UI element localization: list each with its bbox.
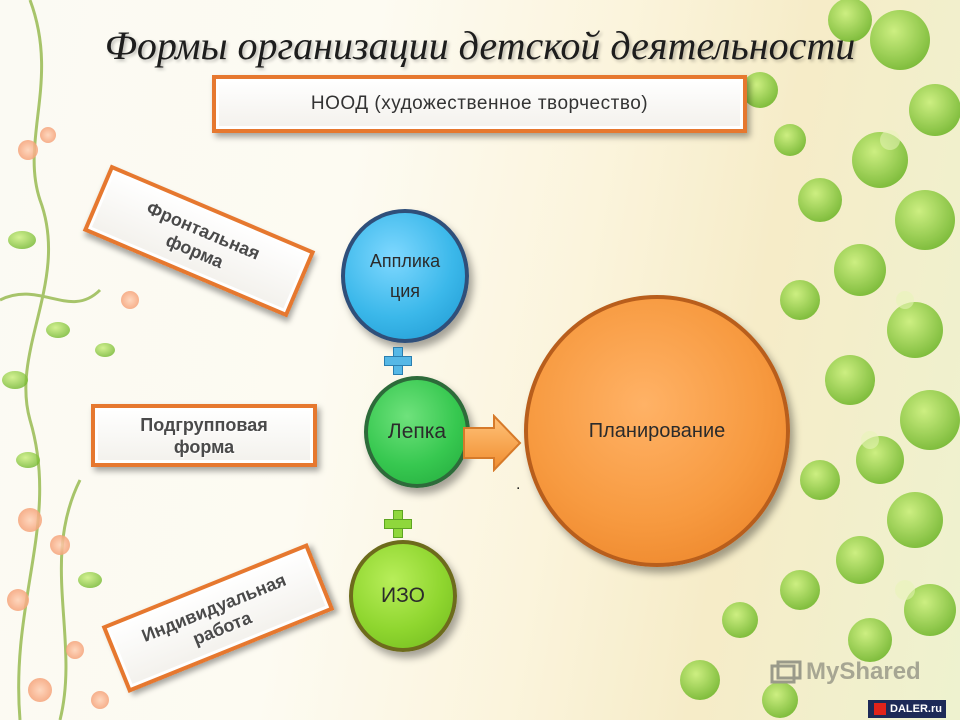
subgroup-form-line2: форма bbox=[173, 436, 235, 457]
daler-logo-icon bbox=[874, 703, 886, 715]
frontal-form-box: Фронтальная форма bbox=[82, 164, 316, 318]
applique-label-line1: Апплика bbox=[369, 251, 441, 271]
individual-work-box: Индивидуальная работа bbox=[101, 543, 335, 693]
drawing-circle: ИЗО bbox=[349, 540, 457, 652]
modeling-label: Лепка bbox=[387, 420, 447, 443]
planning-circle: Планирование bbox=[524, 295, 790, 567]
subgroup-form-line1: Подгрупповая bbox=[140, 414, 268, 435]
plus-icon bbox=[384, 347, 412, 375]
daler-badge[interactable]: DALER.ru bbox=[868, 700, 946, 718]
arrow-right-icon bbox=[463, 414, 522, 472]
nood-label: НООД (художественное творчество) bbox=[310, 93, 649, 114]
myshared-logo-icon bbox=[770, 660, 802, 684]
applique-label-line2: ция bbox=[389, 281, 421, 301]
plus-icon bbox=[384, 510, 412, 538]
page-title: Формы организации детской деятельности bbox=[104, 23, 856, 68]
nood-box: НООД (художественное творчество) bbox=[212, 75, 747, 133]
subgroup-form-box: Подгрупповая форма bbox=[91, 404, 317, 467]
modeling-circle: Лепка bbox=[364, 376, 470, 488]
watermark-text: MyShared bbox=[806, 658, 921, 685]
applique-circle: Апплика ция bbox=[341, 209, 469, 343]
dot-mark: . bbox=[516, 476, 521, 493]
planning-label: Планирование bbox=[588, 419, 726, 442]
drawing-label: ИЗО bbox=[381, 584, 425, 607]
